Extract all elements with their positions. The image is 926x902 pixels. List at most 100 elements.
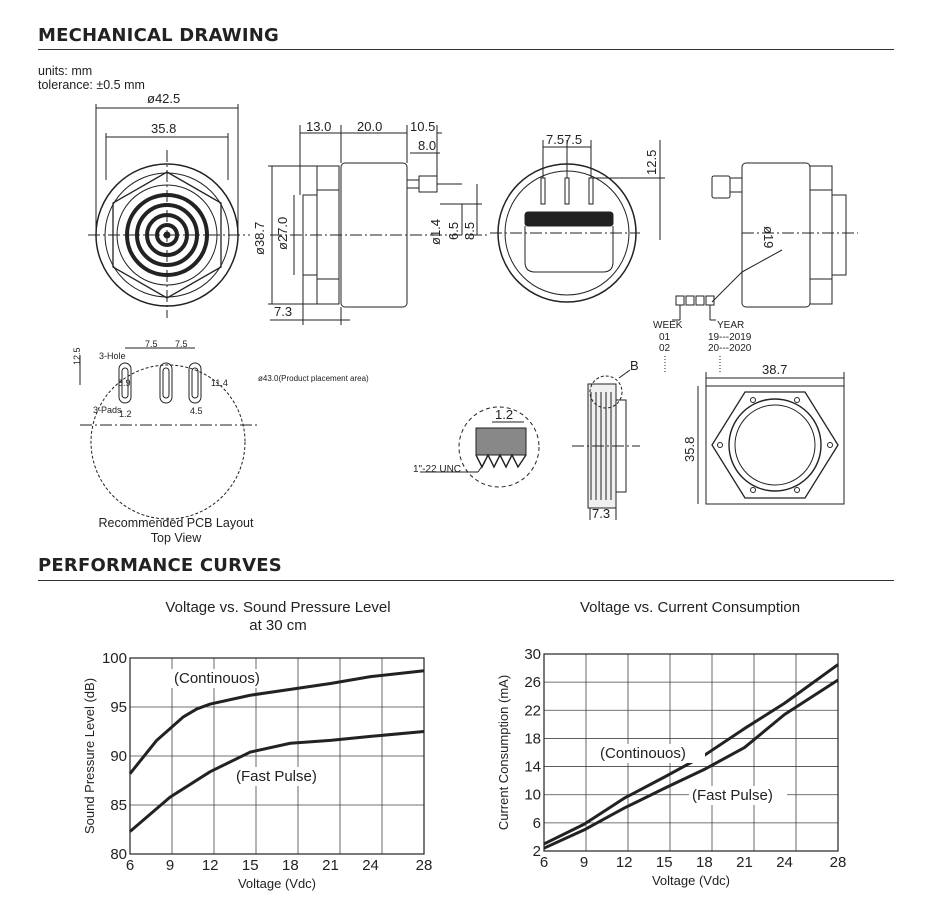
y-axis-label: Current Consumption (mA) (496, 675, 511, 830)
series-line-continuous (128, 669, 425, 775)
plot-frame (543, 653, 839, 852)
section-dim-73: 7.3 (592, 506, 610, 521)
dim-387: ø38.7 (252, 222, 267, 255)
y-axis-label: Sound Pressure Level (dB) (82, 678, 97, 834)
series-label: (Continouos) (600, 745, 686, 762)
front-view: ø42.5 35.8 (88, 91, 250, 318)
date-year-label: YEAR (717, 320, 744, 331)
x-tick-label: 12 (202, 857, 219, 874)
series-line-fast-pulse (543, 678, 839, 850)
date-week-02: 02 (659, 343, 671, 354)
x-tick-label: 6 (540, 854, 548, 871)
x-tick-label: 9 (580, 854, 588, 871)
pcb-dim-114: 11.4 (211, 378, 228, 388)
x-tick-label: 15 (656, 854, 673, 871)
x-tick-label: 15 (242, 857, 259, 874)
dim-425: ø42.5 (147, 91, 180, 106)
x-tick-label: 24 (362, 857, 379, 874)
x-tick-label: 18 (282, 857, 299, 874)
y-tick-label: 26 (524, 674, 541, 691)
series-label-bg (689, 786, 787, 805)
thread-detail: 1.2 1"-22 UNC (413, 406, 540, 488)
x-tick-label: 9 (166, 857, 174, 874)
y-tick-label: 22 (524, 702, 541, 719)
chart2-title: Voltage vs. Current Consumption (579, 599, 801, 616)
date-week-label: WEEK (653, 320, 683, 331)
y-tick-label: 100 (102, 650, 127, 667)
y-tick-label: 85 (110, 797, 127, 814)
pcb-dim-45: 4.5 (190, 406, 203, 416)
flange-view: 38.7 35.8 (682, 362, 845, 505)
pcb-caption-2: Top View (151, 531, 202, 545)
dim-13: 13.0 (306, 119, 331, 134)
x-tick-label: 28 (830, 854, 847, 871)
pcb-dim-125: 12.5 (72, 347, 82, 365)
detail-b: B (630, 358, 639, 373)
dim-757: 7.57.5 (546, 132, 582, 147)
dim-14: ø1.4 (428, 219, 443, 245)
date-year-19: 19---2019 (708, 332, 752, 343)
x-tick-label: 21 (736, 854, 753, 871)
dim-65: 6.5 (446, 222, 461, 240)
series-line-continuous (543, 663, 839, 846)
series-line-fast-pulse (129, 730, 425, 833)
y-tick-label: 30 (524, 648, 541, 663)
series-label: (Fast Pulse) (236, 768, 317, 785)
flange-dim-387: 38.7 (762, 362, 787, 377)
x-tick-label: 18 (696, 854, 713, 871)
y-tick-label: 90 (110, 748, 127, 765)
series-label: (Fast Pulse) (692, 787, 773, 804)
section-title-mechanical: MECHANICAL DRAWING (38, 25, 279, 46)
dim-270: ø27.0 (275, 217, 290, 250)
plot-frame (129, 657, 425, 855)
y-tick-label: 2 (533, 843, 541, 860)
y-tick-label: 14 (524, 759, 541, 776)
chart1-subtitle: at 30 cm (249, 617, 307, 634)
pcb-dim-89: 8.9 (118, 378, 131, 388)
y-tick-label: 80 (110, 846, 127, 863)
pcb-dim-12: 1.2 (119, 409, 132, 419)
thread-label: 1"-22 UNC (413, 464, 461, 475)
mechanical-drawing: ø42.5 35.8 13.0 20.0 10.5 8.0 ø38.7 (72, 91, 858, 545)
dim-85: 8.5 (462, 222, 477, 240)
series-label-bg (171, 669, 271, 688)
y-tick-label: 6 (533, 815, 541, 832)
dim-73: 7.3 (274, 304, 292, 319)
rear-view: 7.57.5 12.5 (490, 132, 665, 303)
x-tick-label: 12 (616, 854, 633, 871)
dim-8: 8.0 (418, 138, 436, 153)
x-tick-label: 6 (126, 857, 134, 874)
pcb-layout: 7.5 7.5 12.5 3-Hole 8.9 11.4 ø43.0(Produ… (72, 339, 369, 545)
date-year-20: 20---2020 (708, 343, 752, 354)
x-axis-label: Voltage (Vdc) (652, 873, 730, 888)
pcb-3hole: 3-Hole (99, 351, 126, 361)
dim-105: 10.5 (410, 119, 435, 134)
x-tick-label: 28 (416, 857, 433, 874)
section-title-performance: PERFORMANCE CURVES (38, 555, 282, 576)
dim-358: 35.8 (151, 121, 176, 136)
pcb-area-label: ø43.0(Product placement area) (258, 374, 369, 383)
series-label-bg (233, 767, 329, 786)
x-axis-label: Voltage (Vdc) (238, 876, 316, 891)
x-tick-label: 21 (322, 857, 339, 874)
y-tick-label: 18 (524, 730, 541, 747)
dim-019: ø19 (761, 226, 776, 248)
section-rule (38, 49, 894, 50)
section-view: B 7.3 (572, 358, 640, 521)
dim-125: 12.5 (644, 150, 659, 175)
chart1-title: Voltage vs. Sound Pressure Level (165, 599, 391, 616)
right-side-view: ø19 WEEK 01 02 YEAR 19---2019 20---2020 (653, 162, 858, 372)
y-tick-label: 10 (524, 787, 541, 804)
units-note: units: mm (38, 64, 93, 78)
pcb-3pads: 3-Pads (93, 405, 122, 415)
pcb-dim-75b: 7.5 (175, 339, 188, 349)
series-label: (Continouos) (174, 670, 260, 687)
flange-dim-358: 35.8 (682, 437, 697, 462)
pcb-dim-75a: 7.5 (145, 339, 158, 349)
series-label-bg (597, 744, 705, 763)
tolerance-note: tolerance: ±0.5 mm (38, 78, 145, 92)
y-tick-label: 95 (110, 699, 127, 716)
date-week-01: 01 (659, 332, 671, 343)
